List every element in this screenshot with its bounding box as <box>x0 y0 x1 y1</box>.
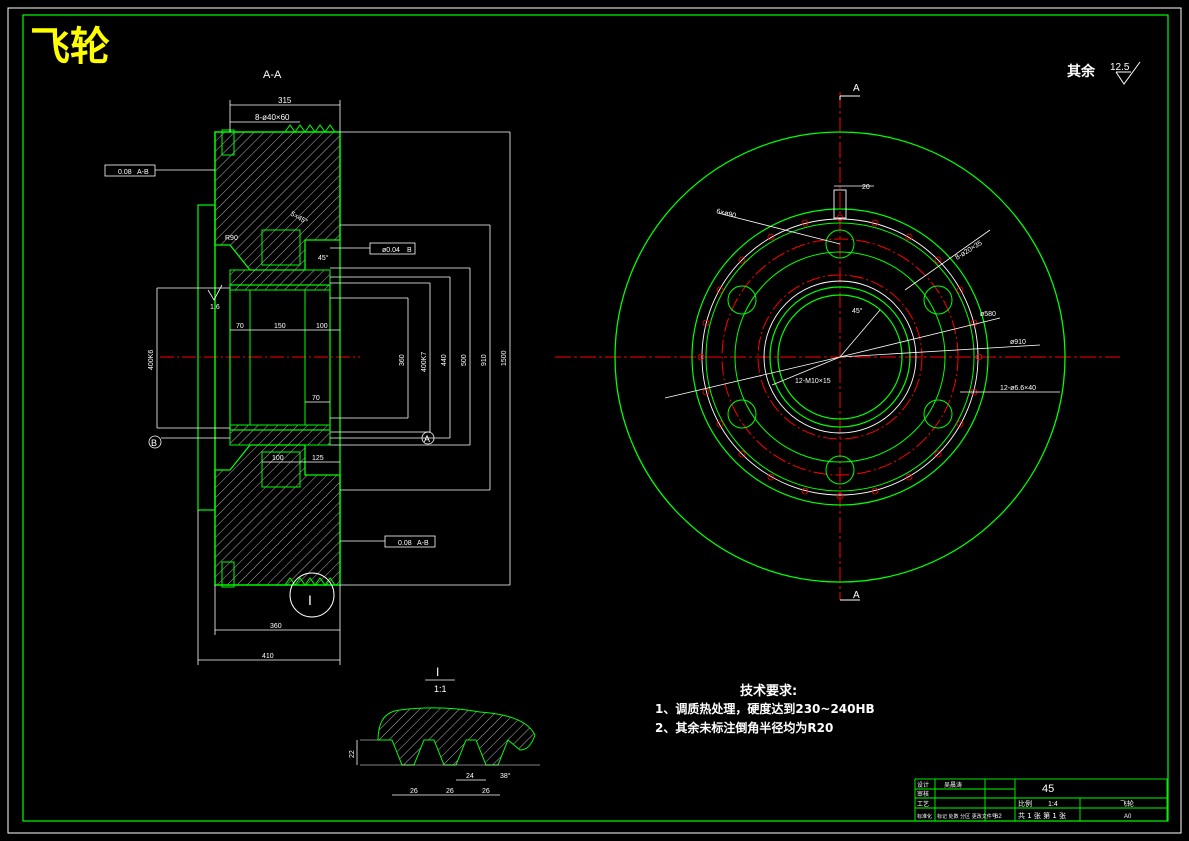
tb-scale: 1:4 <box>1048 801 1058 808</box>
dim-500: 500 <box>461 354 468 366</box>
cut-mark-bottom: A <box>853 590 860 601</box>
dim-100b: 100 <box>272 455 284 462</box>
tb-part-name: 飞轮 <box>1120 799 1134 808</box>
angle-45: 45° <box>852 307 863 315</box>
roughness-symbol: 其余 12.5 <box>1067 61 1141 85</box>
roughness-value: 12.5 <box>1110 62 1130 73</box>
dim-400k7: 400K7 <box>421 352 428 372</box>
dim-1500: 1500 <box>501 350 508 366</box>
inner-frame <box>22 14 1169 822</box>
detail-marker: I <box>308 592 312 608</box>
tb-mark: 标记 处数 分区 更改文件号 <box>937 813 997 820</box>
dim-holes-top: 8-ø40×60 <box>255 113 290 122</box>
dim-70b: 70 <box>312 395 320 402</box>
dim-360w: 360 <box>270 623 282 630</box>
section-view: A-A I 315 8-ø40×60 0.08 <box>104 69 511 665</box>
notes-line2: 2、其余未标注倒角半径均为R20 <box>655 720 833 735</box>
tol-ref-top: A-B <box>137 169 149 176</box>
detail-scale: 1:1 <box>434 684 447 694</box>
dim-100: 100 <box>316 323 328 330</box>
datum-b: B <box>151 438 157 448</box>
datum-a: A <box>424 434 430 444</box>
title-block-text: 设计 吴晨涛 审核 工艺 标准化 标记 处数 分区 更改文件号 62 45 比例… <box>917 781 1134 820</box>
cut-mark-top: A <box>853 83 860 94</box>
det-24: 24 <box>466 773 474 780</box>
eight-holes: 8-ø20×35 <box>954 240 983 262</box>
dim-70a: 70 <box>236 323 244 330</box>
tb-process: 工艺 <box>917 800 929 808</box>
dim-r: R90 <box>225 235 238 242</box>
notes-line1: 1、调质热处理，硬度达到230~240HB <box>655 701 875 716</box>
drawing-title: 飞轮 <box>30 24 110 70</box>
dim-360: 360 <box>399 354 406 366</box>
roughness-text: 其余 <box>1067 63 1096 80</box>
six-holes: 6×ø90 <box>716 208 737 220</box>
tb-scale-label: 比例 <box>1018 799 1032 808</box>
tol-bot: 0.08 <box>398 540 412 547</box>
title-block <box>914 778 1168 822</box>
dim-125: 125 <box>312 455 324 462</box>
tb-weight: 62 <box>995 814 1002 820</box>
dim-440: 440 <box>441 354 448 366</box>
section-label: A-A <box>263 69 282 81</box>
tb-standard: 标准化 <box>917 813 932 820</box>
tol-top: 0.08 <box>118 169 132 176</box>
det-22: 22 <box>349 750 356 758</box>
detail-view: I 1:1 22 26 26 26 24 38° <box>349 665 540 796</box>
dim-910: 910 <box>481 354 488 366</box>
dim-315: 315 <box>278 96 292 105</box>
dim-400k6: 400K6 <box>148 350 155 370</box>
front-view: A A 20 <box>555 83 1120 601</box>
technical-notes: 技术要求: 1、调质热处理，硬度达到230~240HB 2、其余未标注倒角半径均… <box>655 683 875 735</box>
tb-review: 审核 <box>917 790 929 798</box>
rough-16: 1.6 <box>210 304 220 311</box>
tb-material: 45 <box>1042 783 1054 795</box>
tb-sheets: 共 1 张 第 1 张 <box>1018 811 1066 820</box>
notes-heading: 技术要求: <box>740 683 797 699</box>
conc-ref: B <box>407 247 412 254</box>
tol-ref-bot: A-B <box>417 540 429 547</box>
dim-910r: ø910 <box>1010 339 1026 346</box>
det-26b: 26 <box>446 788 454 795</box>
outer-frame <box>7 7 1182 834</box>
dim-angle: 45° <box>318 254 329 262</box>
tb-design: 设计 <box>917 781 929 789</box>
dim-410: 410 <box>262 653 274 660</box>
tb-designer: 吴晨涛 <box>944 781 962 789</box>
dim-20: 20 <box>862 184 870 191</box>
detail-title: I <box>436 665 439 679</box>
det-38: 38° <box>500 772 511 780</box>
tb-format: A0 <box>1124 814 1132 820</box>
det-26a: 26 <box>410 788 418 795</box>
conc-tol: ø0.04 <box>382 247 400 254</box>
twelve-m10: 12-M10×15 <box>795 378 831 385</box>
twelve-holes: 12-ø6.6×40 <box>1000 385 1036 392</box>
dim-150: 150 <box>274 323 286 330</box>
dim-580: ø580 <box>980 311 996 318</box>
det-26c: 26 <box>482 788 490 795</box>
